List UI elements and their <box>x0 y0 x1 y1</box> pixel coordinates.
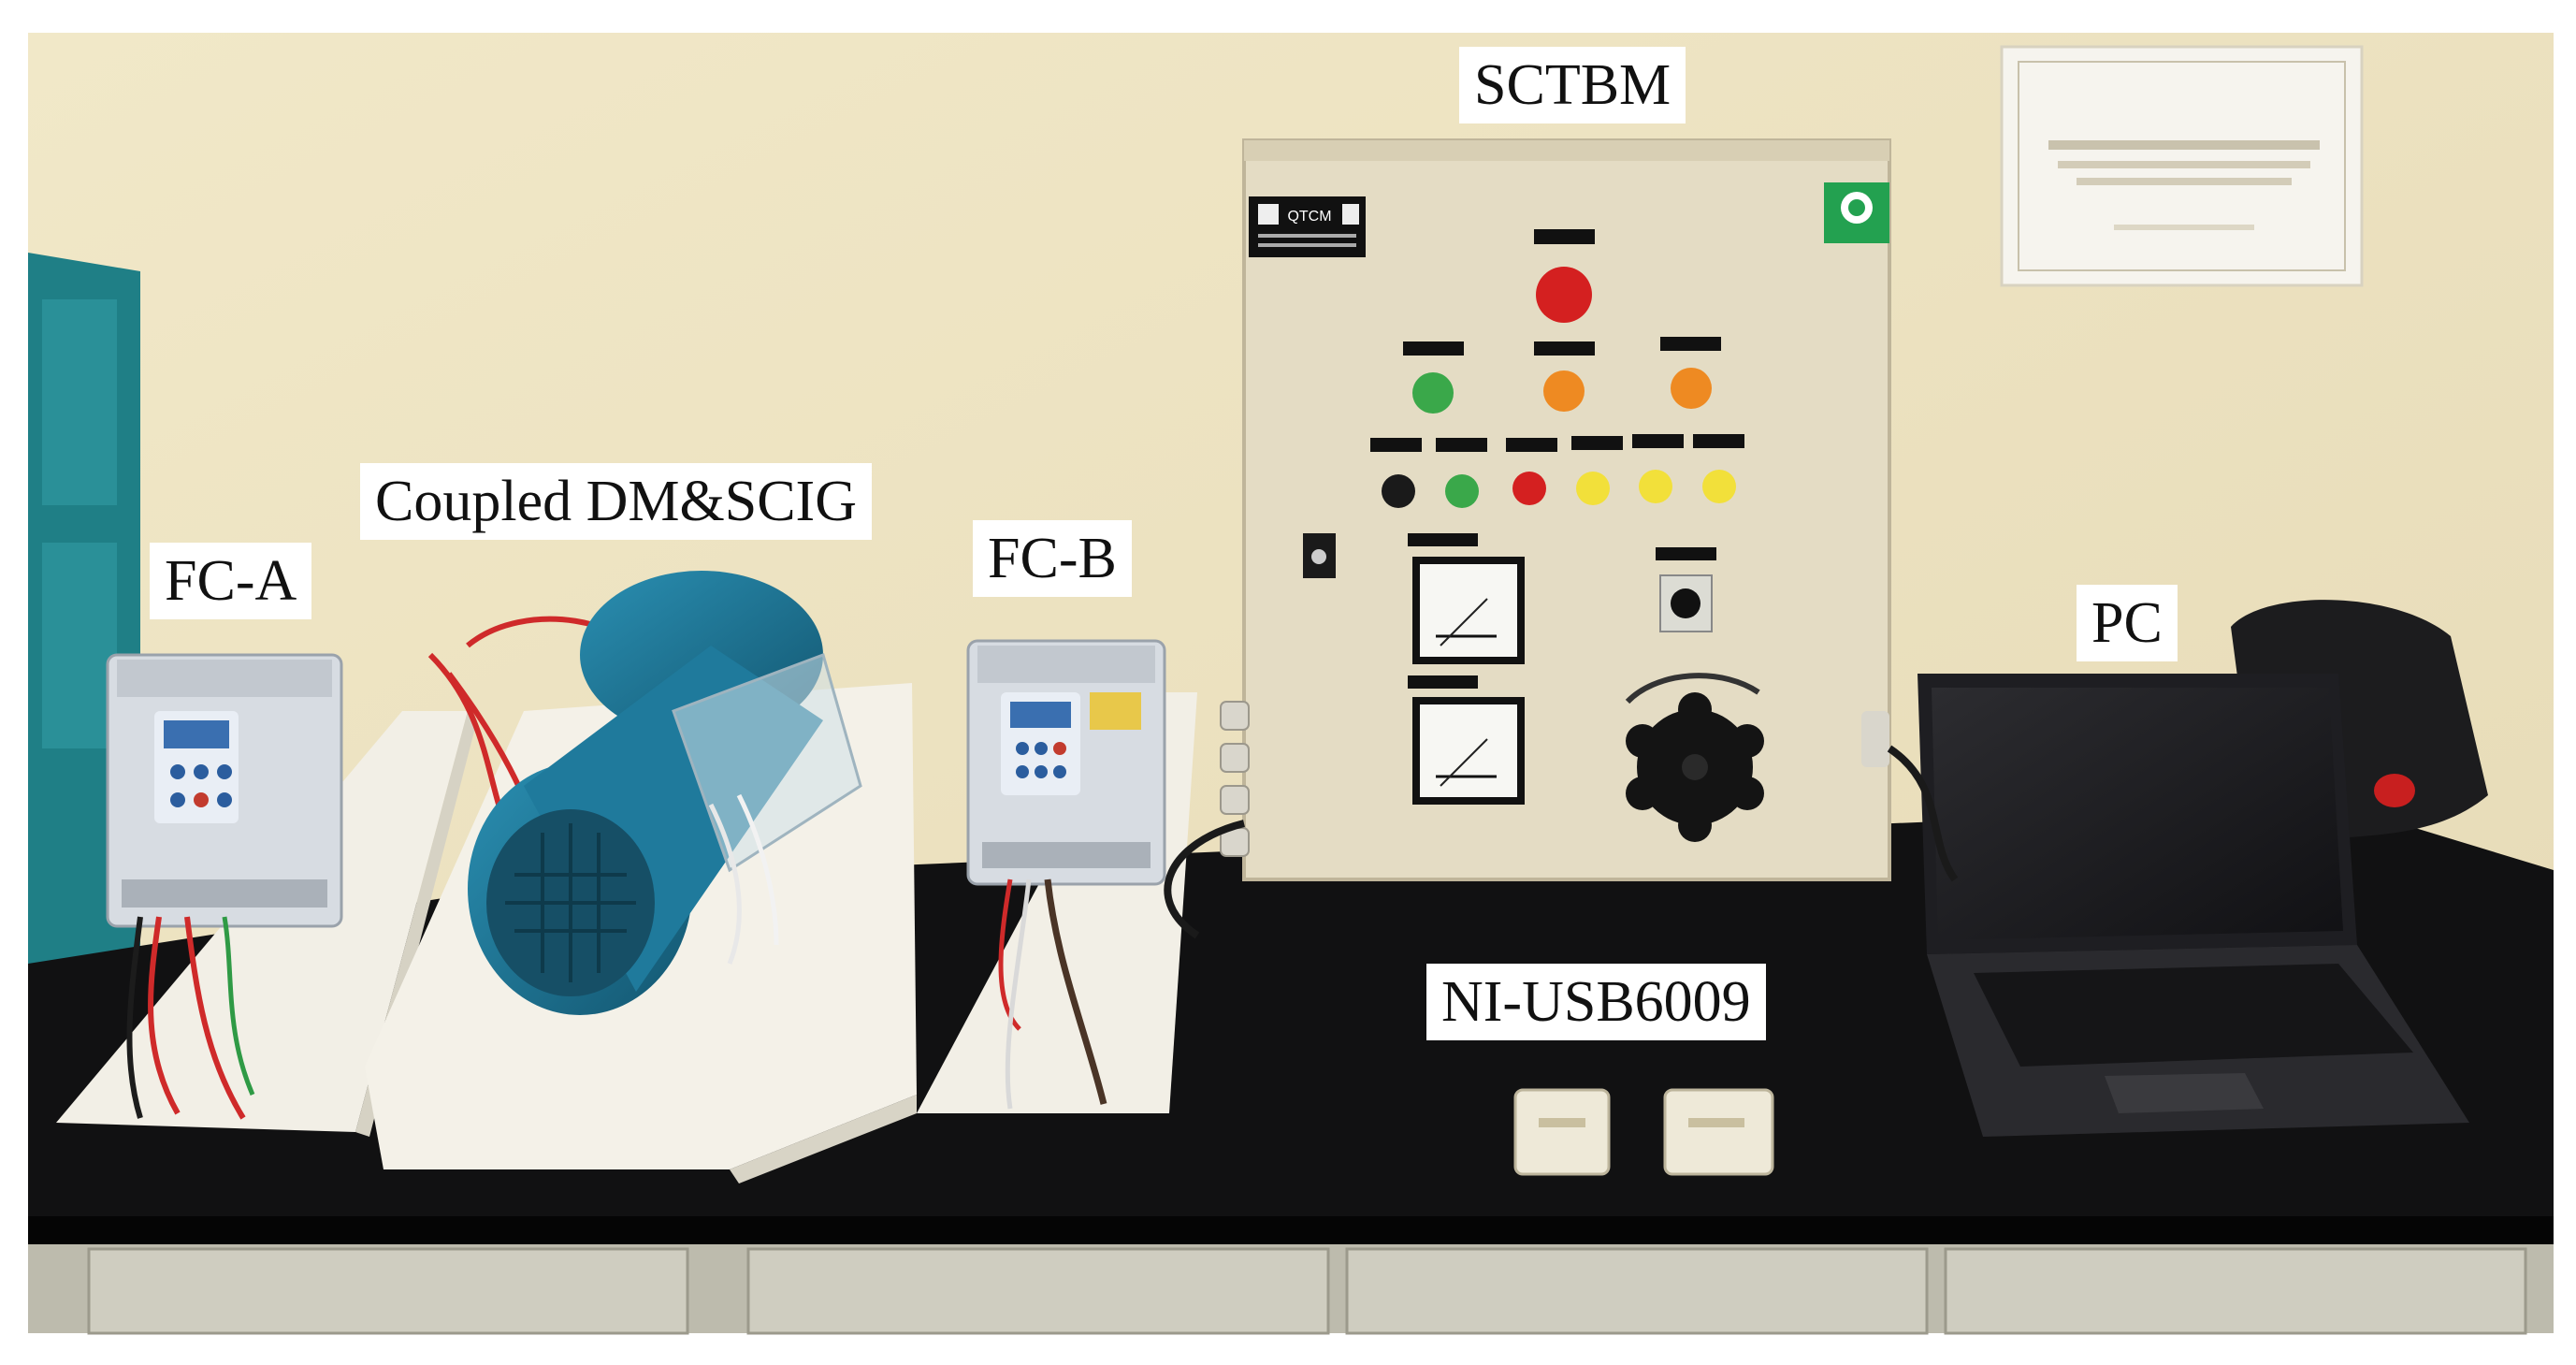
label-ni-usb6009: NI-USB6009 <box>1426 964 1766 1040</box>
daq-devices <box>1513 1088 1774 1176</box>
laptop <box>1918 674 2469 1137</box>
label-fc-b: FC-B <box>973 520 1132 597</box>
cable <box>1887 745 1959 882</box>
coupled-motor-generator <box>365 571 917 1183</box>
workbench-edge <box>28 1216 2554 1244</box>
label-pc: PC <box>2077 585 2178 661</box>
control-cabinet: QTCM <box>1220 138 1891 881</box>
label-fc-a: FC-A <box>150 543 312 619</box>
inverter-fc-b <box>917 639 1197 1113</box>
certificate <box>2000 45 2364 287</box>
drawers <box>28 1244 2554 1335</box>
label-coupled-dm-scig: Coupled DM&SCIG <box>360 463 872 540</box>
panel-badge: QTCM <box>1287 209 1331 225</box>
cable <box>1164 820 1245 939</box>
label-sctbm: SCTBM <box>1459 47 1686 123</box>
